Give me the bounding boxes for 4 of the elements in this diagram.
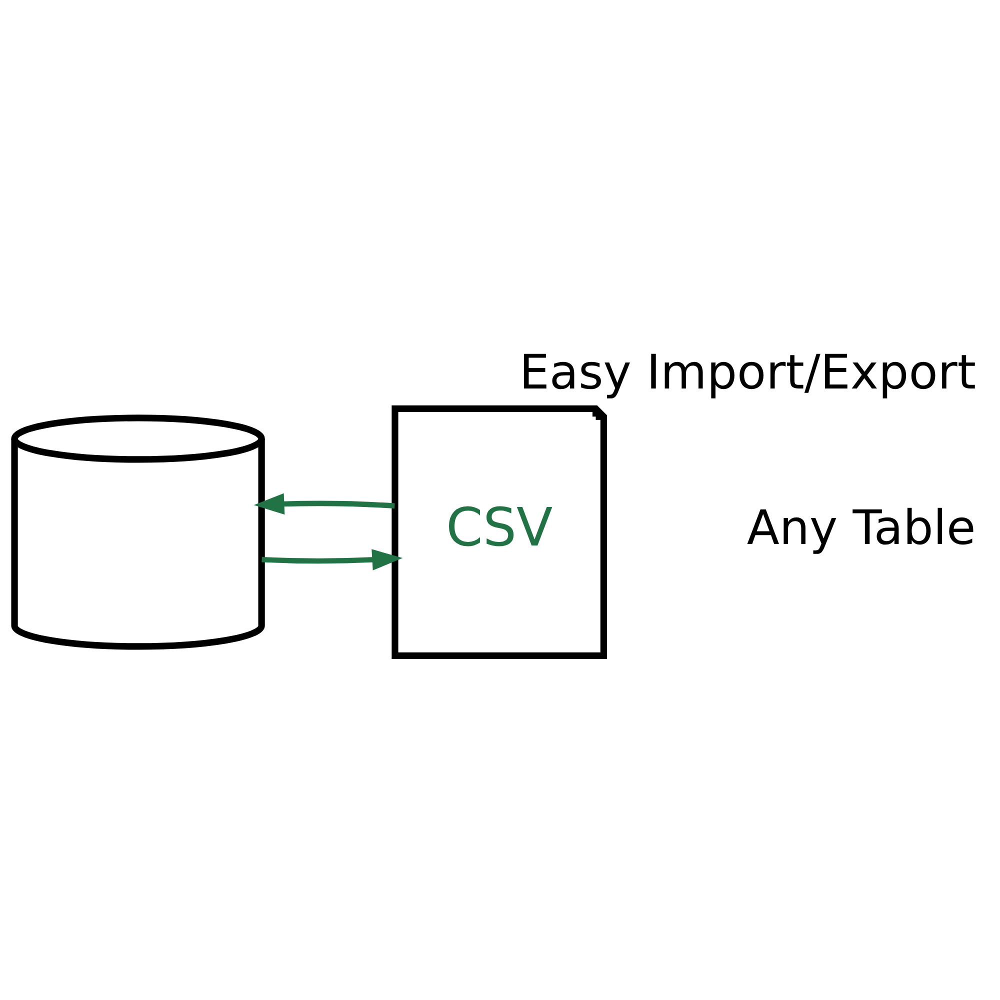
label: Any Table [746,500,976,556]
diagram-title: Easy Import/Export [519,345,976,400]
arrow [254,492,395,514]
arrow [262,548,403,570]
